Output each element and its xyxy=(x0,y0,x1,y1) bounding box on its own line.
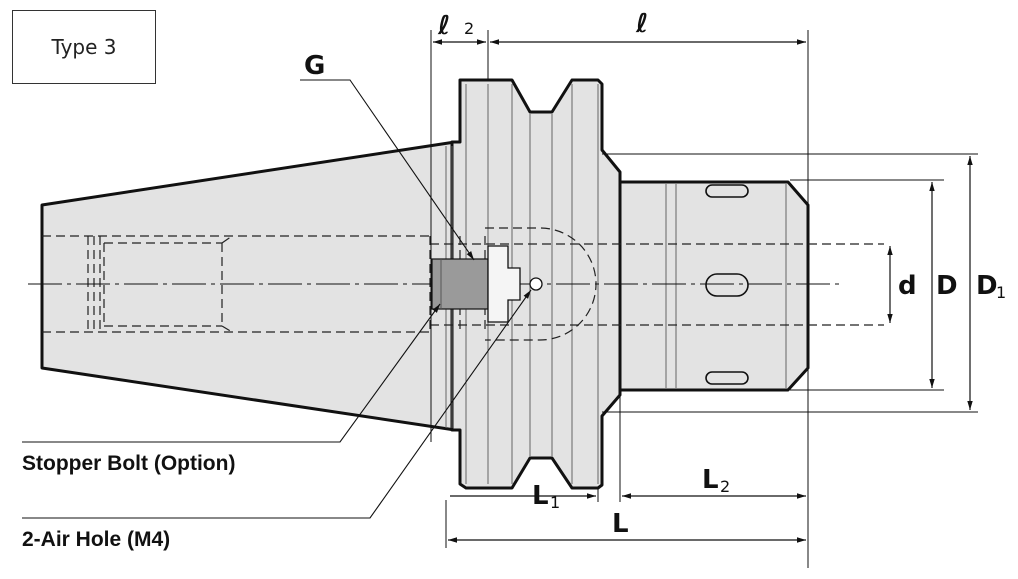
extension-lines xyxy=(430,30,978,568)
collet-slot-top xyxy=(705,184,749,198)
leader-lines xyxy=(22,79,532,519)
leader-g xyxy=(300,79,475,261)
label-L1-sub: 1 xyxy=(550,493,560,512)
label-L: L xyxy=(612,509,629,539)
label-d: d xyxy=(898,271,917,301)
dimension-lines xyxy=(433,39,973,543)
callout-air-hole: 2-Air Hole (M4) xyxy=(22,528,170,551)
label-L1: L xyxy=(532,481,549,511)
air-hole-icon xyxy=(529,277,543,291)
label-l2-sub: 2 xyxy=(464,19,474,38)
label-D: D xyxy=(936,271,958,301)
collet-slot-bottom xyxy=(705,371,749,385)
label-l: ℓ xyxy=(635,9,648,39)
label-L2-sub: 2 xyxy=(720,477,730,496)
type-label: Type 3 xyxy=(51,35,117,59)
label-l2: ℓ xyxy=(437,11,450,41)
type-label-box: Type 3 xyxy=(12,10,156,84)
label-D1: D xyxy=(976,271,998,301)
holder-body xyxy=(28,78,884,490)
leader-air-hole xyxy=(22,289,532,519)
callout-stopper-bolt: Stopper Bolt (Option) xyxy=(22,452,235,475)
label-D1-sub: 1 xyxy=(996,283,1006,302)
collet-nose xyxy=(618,180,810,392)
stopper-bolt xyxy=(431,258,489,310)
label-g: G xyxy=(304,51,325,81)
leader-stopper xyxy=(22,303,441,443)
collet-slot-mid xyxy=(705,273,749,297)
label-L2: L xyxy=(702,465,719,495)
retaining-key xyxy=(487,245,521,323)
